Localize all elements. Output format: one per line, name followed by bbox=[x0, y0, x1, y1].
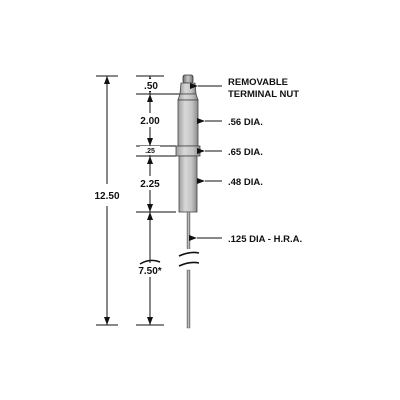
collar-length-label: .25 bbox=[145, 148, 155, 155]
electrode-part bbox=[175, 74, 201, 329]
collar-diameter-label: .65 DIA. bbox=[228, 147, 263, 158]
insulator-collar bbox=[175, 145, 201, 157]
electrode-rod bbox=[186, 211, 191, 251]
overall-dimension: 12.50 bbox=[94, 75, 120, 326]
rod-length-label: 7.50* bbox=[138, 266, 161, 277]
callouts: REMOVABLE TERMINAL NUT .56 DIA. .65 DIA.… bbox=[189, 77, 302, 245]
rod-diameter-label: .125 DIA - H.R.A. bbox=[228, 234, 302, 245]
rod-break-symbol bbox=[178, 251, 200, 257]
terminal-nut bbox=[179, 82, 197, 95]
terminal-nut-label-line1: REMOVABLE bbox=[228, 77, 288, 88]
nut-length-label: .50 bbox=[144, 81, 158, 92]
upper-body-length-label: 2.00 bbox=[140, 116, 160, 127]
lower-body-length-label: 2.25 bbox=[140, 179, 160, 190]
overall-length-label: 12.50 bbox=[94, 191, 119, 202]
lower-diameter-label: .48 DIA. bbox=[228, 177, 263, 188]
upper-insulator bbox=[177, 99, 199, 147]
upper-diameter-label: .56 DIA. bbox=[228, 117, 263, 128]
terminal-nut-tip bbox=[182, 74, 194, 84]
segment-dimensions: .50 2.00 .25 2.25 7.50* bbox=[134, 75, 188, 326]
terminal-nut-label-line2: TERMINAL NUT bbox=[228, 89, 299, 100]
lower-insulator bbox=[178, 155, 198, 213]
